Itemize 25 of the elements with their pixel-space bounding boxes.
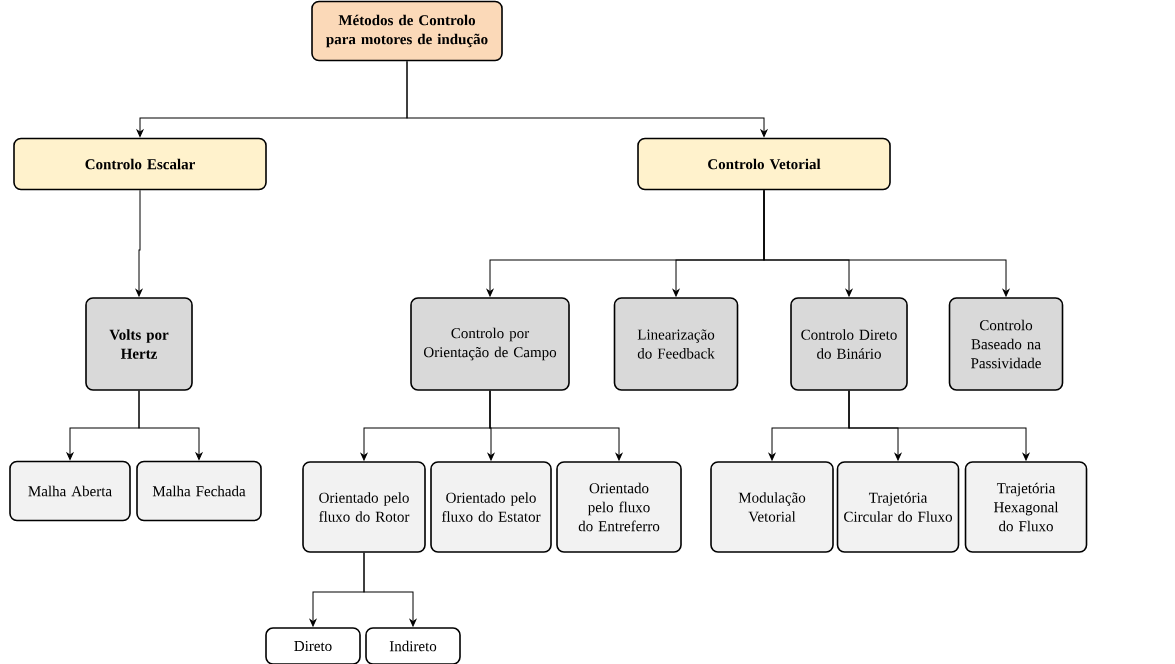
category-box: Controlo Escalar: [13, 137, 267, 191]
arrow: [763, 189, 1010, 297]
method-box: Controlo Baseado na Passividade: [948, 297, 1064, 391]
variant-box: Trajetória Hexagonal do Fluxo: [964, 461, 1088, 553]
variant-box: Trajetória Circular do Fluxo: [836, 461, 960, 553]
method-box: Controlo Direto do Binário: [790, 297, 908, 391]
variant-box: Direto: [265, 627, 361, 664]
variant-box: Indireto: [365, 627, 461, 664]
arrow: [489, 390, 623, 461]
arrow: [138, 390, 203, 460]
variant-box: Malha Fechada: [136, 460, 262, 522]
variant-box: Malha Aberta: [9, 460, 131, 522]
variant-box: Orientado pelo fluxo do Rotor: [302, 461, 426, 553]
root-box: Métodos de Controlo para motores de indução: [311, 0, 503, 62]
variant-box: Orientado pelo fluxo do Entreferro: [556, 461, 682, 553]
variant-box: Modulação Vetorial: [710, 461, 834, 553]
arrow: [135, 189, 143, 297]
method-box: Volts por Hertz: [85, 297, 193, 391]
arrow: [363, 552, 417, 627]
method-box: Linearização do Feedback: [613, 297, 739, 391]
category-box: Controlo Vetorial: [637, 137, 891, 191]
arrow: [406, 60, 768, 137]
method-box: Controlo por Orientação de Campo: [410, 297, 570, 391]
arrow: [848, 390, 1030, 461]
variant-box: Orientado pelo fluxo do Estator: [430, 461, 552, 553]
